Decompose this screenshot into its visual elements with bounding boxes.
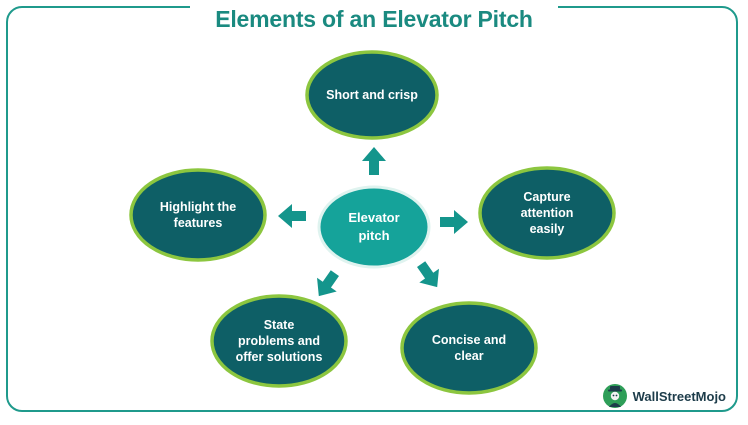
node-right-label-line-1: Capture xyxy=(523,190,570,204)
node-bottom-right-label-line-2: clear xyxy=(454,349,483,363)
node-ellipse xyxy=(400,301,538,395)
center-label-line-2: pitch xyxy=(358,228,389,243)
arrow-shape xyxy=(362,147,386,175)
node-bottom-right-label-line-1: Concise and xyxy=(432,333,506,347)
center-label-line-1: Elevator xyxy=(348,210,399,225)
diagram-title: Elements of an Elevator Pitch xyxy=(215,6,533,32)
node-left-label-line-2: features xyxy=(174,216,223,230)
node-bottom-left-label-line-2: problems and xyxy=(238,334,320,348)
center-node: Elevator pitch xyxy=(317,185,431,269)
node-top-label-line-1: Short and crisp xyxy=(326,88,418,102)
node-bottom-left-label-line-1: State xyxy=(264,318,295,332)
node-top: Short and crisp xyxy=(305,50,439,140)
arrows-layer xyxy=(278,147,468,297)
arrow-shape xyxy=(440,210,468,234)
brand-mascot-icon xyxy=(602,384,627,408)
node-right: Capture attention easily xyxy=(478,166,616,260)
center-ellipse xyxy=(317,185,431,269)
node-ellipse xyxy=(305,50,439,140)
node-bottom-right: Concise and clear xyxy=(400,301,538,395)
brand-name: WallStreetMojo xyxy=(632,388,726,404)
arrow-to-left xyxy=(278,204,306,228)
arrow-shape xyxy=(317,270,339,297)
arrow-to-bottom-right xyxy=(417,261,439,288)
node-ellipse xyxy=(478,166,616,260)
arrow-to-top xyxy=(362,147,386,175)
center-layer: Elevator pitch xyxy=(317,185,431,269)
arrow-to-right xyxy=(440,210,468,234)
node-ellipse xyxy=(129,168,267,262)
node-bottom-left: State problems and offer solutions xyxy=(210,294,348,388)
node-bottom-left-label-line-3: offer solutions xyxy=(236,350,323,364)
arrow-shape xyxy=(417,261,439,288)
node-right-label-line-3: easily xyxy=(530,222,565,236)
title-backdrop xyxy=(190,0,558,34)
node-left: Highlight the features xyxy=(129,168,267,262)
arrow-to-bottom-left xyxy=(317,270,339,297)
node-right-label-line-2: attention xyxy=(521,206,574,220)
arrow-shape xyxy=(278,204,306,228)
node-left-label-line-1: Highlight the xyxy=(160,200,236,214)
node-ellipse xyxy=(210,294,348,388)
brand-logo: WallStreetMojo xyxy=(602,383,726,409)
